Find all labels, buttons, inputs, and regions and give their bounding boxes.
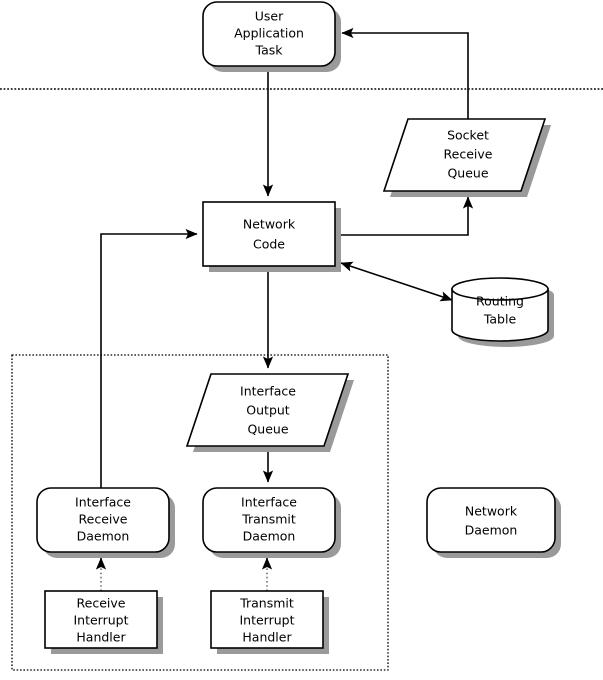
node-user-application-task[interactable]: User Application Task	[202, 1, 341, 72]
network-code-label-line1: Network	[243, 217, 296, 232]
interface-output-queue-label-line2: Output	[246, 403, 290, 418]
user-application-task-label-line1: User	[255, 9, 284, 24]
socket-receive-queue-label-line3: Queue	[447, 166, 488, 181]
network-code-label-line2: Code	[253, 237, 285, 252]
connection-network-code-routing-table	[340, 261, 453, 302]
receive-interrupt-handler-label-line2: Interrupt	[73, 613, 128, 628]
node-routing-table[interactable]: Routing Table	[451, 277, 554, 347]
transmit-interrupt-handler-label-line3: Handler	[242, 630, 292, 645]
socket-receive-queue-label-line1: Socket	[447, 128, 489, 143]
network-daemon-label-line1: Network	[465, 504, 518, 519]
receive-interrupt-handler-label-line1: Receive	[77, 596, 126, 611]
receive-interrupt-handler-label-line3: Handler	[76, 630, 126, 645]
transmit-interrupt-handler-label-line1: Transmit	[239, 596, 294, 611]
transmit-interrupt-handler-label-line2: Interrupt	[239, 613, 294, 628]
user-application-task-label-line3: Task	[255, 43, 284, 58]
interface-transmit-daemon-box	[202, 487, 336, 553]
connection-network-code-to-socket-queue	[335, 196, 474, 236]
routing-table-label-line2: Table	[483, 312, 517, 327]
node-interface-transmit-daemon[interactable]: Interface Transmit Daemon	[202, 487, 341, 558]
network-daemon-label-line2: Daemon	[465, 523, 518, 538]
interface-transmit-daemon-label-line3: Daemon	[243, 529, 296, 544]
interface-receive-daemon-label-line2: Receive	[79, 512, 128, 527]
transmit-interrupt-handler-box	[210, 590, 324, 649]
routing-table-top-ellipse	[451, 277, 549, 301]
socket-receive-queue-box	[382, 118, 547, 192]
interface-receive-daemon-box	[36, 487, 170, 553]
routing-table-body	[451, 288, 549, 342]
connection-socket-queue-to-user-task	[341, 27, 469, 119]
node-receive-interrupt-handler[interactable]: Receive Interrupt Handler	[44, 590, 163, 654]
interface-receive-daemon-label-line3: Daemon	[77, 529, 130, 544]
interface-transmit-daemon-label-line1: Interface	[241, 495, 297, 510]
interface-output-queue-label-line1: Interface	[240, 384, 296, 399]
interface-receive-daemon-label-line1: Interface	[75, 495, 131, 510]
connection-receive-daemon-to-network-code	[100, 228, 198, 488]
routing-table-label-line1: Routing	[476, 294, 524, 309]
user-application-task-box	[202, 1, 336, 67]
interface-output-queue-label-line3: Queue	[247, 422, 288, 437]
network-code-box	[202, 201, 336, 267]
user-application-task-label-line2: Application	[234, 26, 304, 41]
interface-transmit-daemon-label-line2: Transmit	[241, 512, 296, 527]
node-interface-receive-daemon[interactable]: Interface Receive Daemon	[36, 487, 175, 558]
network-daemon-box	[426, 487, 556, 553]
node-interface-output-queue[interactable]: Interface Output Queue	[185, 373, 354, 452]
interface-output-queue-box	[185, 373, 350, 447]
node-transmit-interrupt-handler[interactable]: Transmit Interrupt Handler	[210, 590, 329, 654]
receive-interrupt-handler-box	[44, 590, 158, 649]
node-socket-receive-queue[interactable]: Socket Receive Queue	[382, 118, 551, 197]
node-network-code[interactable]: Network Code	[202, 201, 341, 272]
driver-region-boundary	[11, 354, 389, 671]
node-network-daemon[interactable]: Network Daemon	[426, 487, 561, 558]
socket-receive-queue-label-line2: Receive	[444, 147, 493, 162]
